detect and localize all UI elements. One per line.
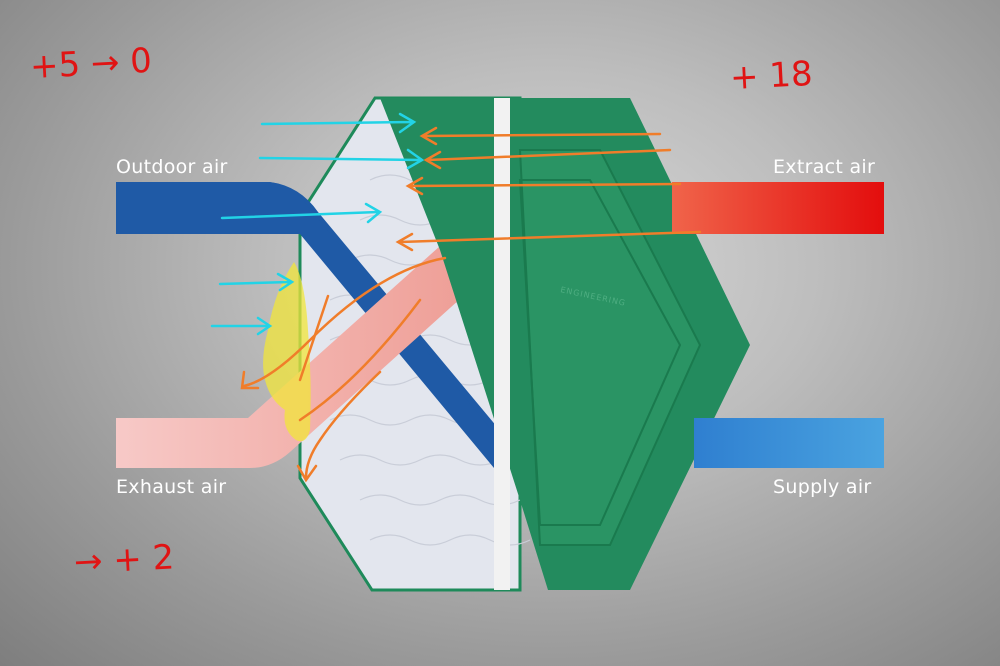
outdoor-air-duct-body <box>116 182 508 468</box>
frost-zone-highlight <box>263 262 311 442</box>
exhaust-temp-annotation: → + 2 <box>73 537 176 583</box>
cold-arrow-1 <box>260 112 417 134</box>
extract-air-duct <box>672 182 884 234</box>
cold-arrow-5 <box>210 316 273 336</box>
cold-airflow-arrows <box>210 112 425 336</box>
exchanger-divider <box>494 98 510 590</box>
extract-temp-annotation: + 18 <box>729 53 814 99</box>
warm-airflow-arrows <box>240 126 702 483</box>
extract-air-label: Extract air <box>773 156 876 178</box>
supply-air-label: Supply air <box>773 476 872 498</box>
warm-arrow-1 <box>419 126 662 146</box>
exhaust-air-duct <box>116 246 470 468</box>
cold-arrow-2 <box>258 148 425 170</box>
warm-arrow-2 <box>423 148 672 170</box>
exhaust-air-label: Exhaust air <box>116 476 227 498</box>
cold-arrow-3 <box>220 202 383 224</box>
warm-arrow-6 <box>298 294 422 422</box>
supply-air-duct <box>694 418 884 468</box>
warm-arrow-3 <box>405 176 682 196</box>
exchanger-green-inner-2 <box>518 179 682 526</box>
warm-arrow-7 <box>296 370 382 483</box>
cold-arrow-4 <box>218 272 295 292</box>
outdoor-air-label: Outdoor air <box>116 156 228 178</box>
outdoor-temp-annotation: +5 → 0 <box>29 40 153 88</box>
warm-arrow-4 <box>395 230 702 252</box>
